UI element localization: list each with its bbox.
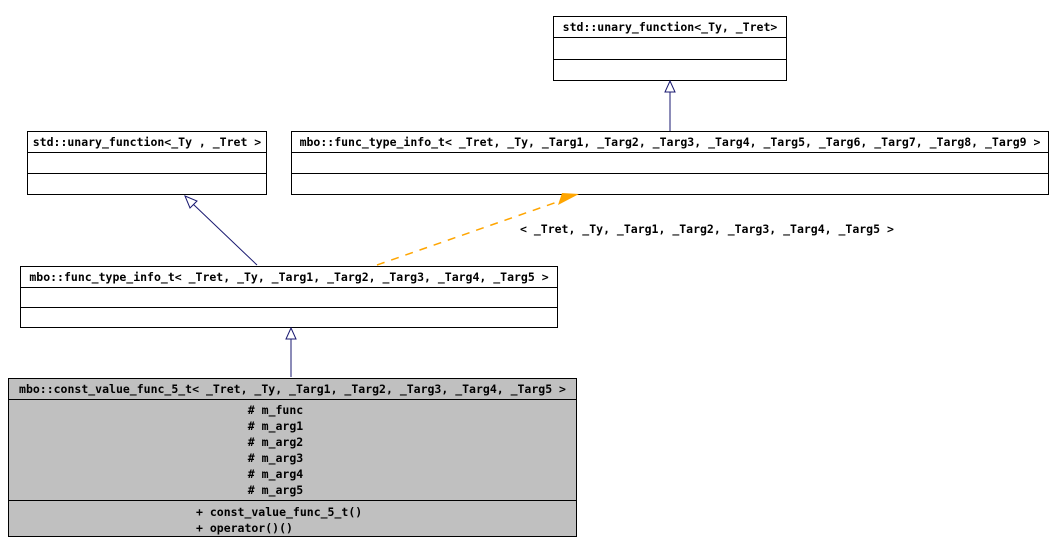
class-name: mbo::const_value_func_5_t< _Tret, _Ty, _… <box>9 379 576 400</box>
class-name: std::unary_function<_Ty , _Tret > <box>28 132 266 153</box>
attribute-m-arg5: # m_arg5 <box>247 483 304 497</box>
attributes-section: # m_func # m_arg1 # m_arg2 # m_arg3 # m_… <box>9 400 576 501</box>
attribute-m-arg4: # m_arg4 <box>247 467 304 481</box>
class-box-func-type-info-t-5[interactable]: mbo::func_type_info_t< _Tret, _Ty, _Targ… <box>20 266 558 328</box>
class-box-std-unary-function-left[interactable]: std::unary_function<_Ty , _Tret > <box>27 131 267 195</box>
class-name: std::unary_function<_Ty, _Tret> <box>554 17 786 38</box>
attribute-m-arg1: # m_arg1 <box>247 419 304 433</box>
methods-section-empty <box>21 307 557 327</box>
methods-section-empty <box>28 173 266 194</box>
inheritance-arrow-bottom-to-middle <box>285 326 297 377</box>
attribute-m-func: # m_func <box>247 403 304 417</box>
inheritance-arrow-wide-to-top <box>664 79 676 131</box>
methods-section-empty <box>292 173 1048 194</box>
methods-section: + const_value_func_5_t() + operator()() <box>9 501 576 536</box>
class-name: mbo::func_type_info_t< _Tret, _Ty, _Targ… <box>292 132 1048 153</box>
methods-section-empty <box>554 58 786 81</box>
methods-block: + const_value_func_5_t() + operator()() <box>196 504 362 536</box>
attribute-m-arg3: # m_arg3 <box>247 451 304 465</box>
method-operator-call: + operator()() <box>196 521 293 535</box>
class-box-func-type-info-t-9[interactable]: mbo::func_type_info_t< _Tret, _Ty, _Targ… <box>291 131 1049 195</box>
attributes-section-empty <box>28 153 266 173</box>
attributes-section-empty <box>21 288 557 307</box>
hollow-triangle-arrowhead-icon <box>285 326 297 340</box>
class-name: mbo::func_type_info_t< _Tret, _Ty, _Targ… <box>21 267 557 288</box>
hollow-triangle-arrowhead-icon <box>184 195 198 209</box>
class-box-std-unary-function-top[interactable]: std::unary_function<_Ty, _Tret> <box>553 16 787 81</box>
template-edge-label: < _Tret, _Ty, _Targ1, _Targ2, _Targ3, _T… <box>520 222 894 236</box>
attribute-m-arg2: # m_arg2 <box>247 435 304 449</box>
class-box-const-value-func-5-t[interactable]: mbo::const_value_func_5_t< _Tret, _Ty, _… <box>8 378 577 537</box>
method-constructor: + const_value_func_5_t() <box>196 505 363 519</box>
hollow-triangle-arrowhead-icon <box>664 79 676 93</box>
inheritance-arrow-middle-to-left <box>184 195 258 266</box>
attributes-section-empty <box>292 153 1048 173</box>
attributes-section-empty <box>554 38 786 59</box>
